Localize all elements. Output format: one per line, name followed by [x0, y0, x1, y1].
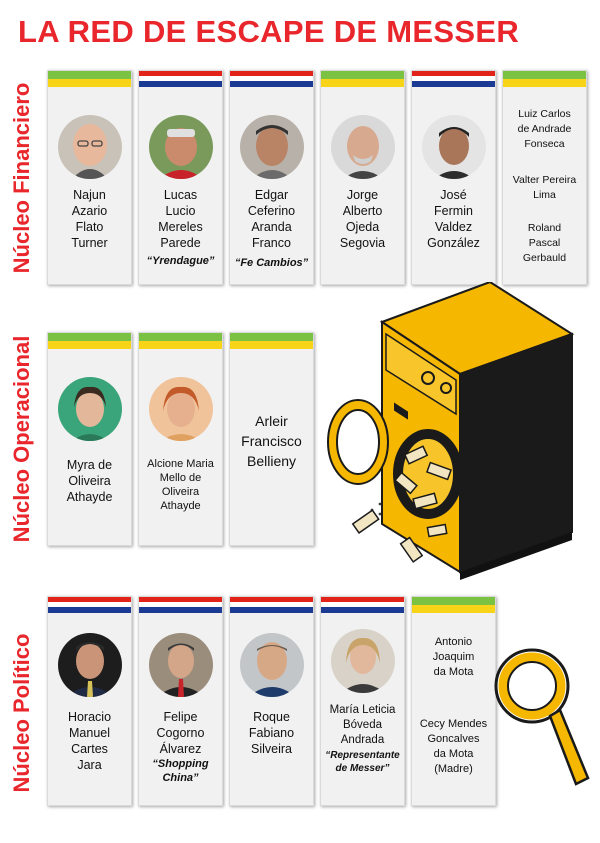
person-name: Roque Fabiano Silveira — [248, 710, 295, 756]
paraguay-flag-stripe — [230, 597, 313, 613]
section-label-financiero: Núcleo Financiero — [9, 82, 34, 274]
paraguay-flag-stripe — [139, 597, 222, 613]
person-name: Arleir Francisco Bellieny — [241, 413, 302, 469]
avatar — [58, 633, 122, 697]
brazil-flag-stripe — [412, 597, 495, 613]
person-name: Lucas Lucio Mereles Parede — [158, 188, 203, 250]
person-card: Lucas Lucio Mereles Parede “Yrendague” — [138, 70, 223, 285]
person-card: Antonio Joaquim da Mota Cecy Mendes Gonc… — [411, 596, 496, 806]
person-name: Roland Pascal Gerbauld — [522, 222, 567, 264]
person-name: Horacio Manuel Cartes Jara — [67, 710, 112, 772]
person-card: Luiz Carlos de Andrade Fonseca Valter Pe… — [502, 70, 587, 285]
paraguay-flag-stripe — [412, 71, 495, 87]
person-name: Cecy Mendes Goncalves da Mota (Madre) — [419, 718, 488, 775]
avatar — [58, 115, 122, 179]
person-nickname: “Yrendague” — [146, 255, 215, 267]
brazil-flag-stripe — [48, 71, 131, 87]
paraguay-flag-stripe — [230, 71, 313, 87]
person-card: Jorge Alberto Ojeda Segovia — [320, 70, 405, 285]
person-name: Valter Pereira Lima — [512, 174, 577, 201]
paraguay-flag-stripe — [321, 597, 404, 613]
avatar — [240, 115, 304, 179]
brazil-flag-stripe — [503, 71, 586, 87]
avatar — [331, 629, 395, 693]
person-nickname: “Shopping China” — [152, 758, 209, 784]
avatar — [240, 633, 304, 697]
person-nickname: “Representante de Messer” — [325, 750, 400, 774]
person-card: Arleir Francisco Bellieny — [229, 332, 314, 546]
paraguay-flag-stripe — [139, 71, 222, 87]
avatar — [58, 377, 122, 441]
person-name: José Fermin Valdez González — [427, 188, 480, 250]
person-card: Edgar Ceferino Aranda Franco “Fe Cambios… — [229, 70, 314, 285]
person-name: Edgar Ceferino Aranda Franco — [247, 188, 296, 250]
section-label-politico: Núcleo Político — [9, 633, 34, 793]
person-name: Myra de Oliveira Athayde — [66, 458, 113, 504]
person-card: José Fermin Valdez González — [411, 70, 496, 285]
person-name: Felipe Cogorno Álvarez — [156, 710, 205, 756]
brazil-flag-stripe — [230, 333, 313, 349]
person-card: Myra de Oliveira Athayde — [47, 332, 132, 546]
avatar — [149, 633, 213, 697]
avatar — [331, 115, 395, 179]
brazil-flag-stripe — [48, 333, 131, 349]
person-name: Najun Azario Flato Turner — [71, 188, 108, 250]
avatar — [149, 115, 213, 179]
avatar — [149, 377, 213, 441]
person-card: María Leticia Bóveda Andrada “Representa… — [320, 596, 405, 806]
magnifying-glass-icon — [494, 648, 590, 786]
avatar — [422, 115, 486, 179]
washing-machine-illustration — [327, 282, 575, 580]
person-name: Antonio Joaquim da Mota — [432, 636, 475, 678]
person-name: Luiz Carlos de Andrade Fonseca — [517, 108, 572, 150]
person-name: María Leticia Bóveda Andrada — [329, 704, 396, 746]
brazil-flag-stripe — [139, 333, 222, 349]
paraguay-flag-stripe — [48, 597, 131, 613]
person-card: Felipe Cogorno Álvarez “Shopping China” — [138, 596, 223, 806]
page-title: LA RED DE ESCAPE DE MESSER — [18, 14, 520, 49]
person-card: Roque Fabiano Silveira — [229, 596, 314, 806]
person-nickname: “Fe Cambios” — [234, 257, 309, 269]
person-name: Jorge Alberto Ojeda Segovia — [339, 188, 386, 250]
person-name: Alcione Maria Mello de Oliveira Athayde — [147, 458, 214, 512]
section-label-operacional: Núcleo Operacional — [9, 335, 34, 543]
brazil-flag-stripe — [321, 71, 404, 87]
person-card: Horacio Manuel Cartes Jara — [47, 596, 132, 806]
person-card: Najun Azario Flato Turner — [47, 70, 132, 285]
person-card: Alcione Maria Mello de Oliveira Athayde — [138, 332, 223, 546]
